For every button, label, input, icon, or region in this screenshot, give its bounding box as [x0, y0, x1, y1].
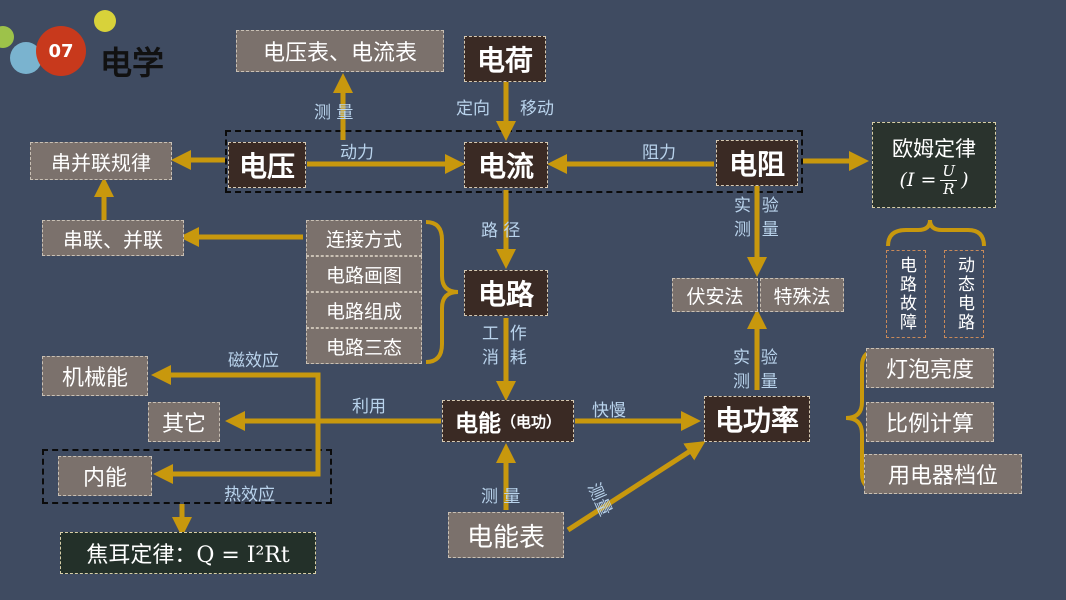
label-work-consume: 工 作 消 耗	[482, 324, 527, 368]
label-move: 移动	[520, 99, 554, 119]
label-thermal-effect: 热效应	[224, 485, 275, 505]
connection-node: 连接方式	[306, 220, 422, 256]
resistance-node: 电阻	[716, 140, 798, 186]
series-parallel-node: 串联、并联	[42, 220, 184, 256]
ohm-numerator: U	[940, 161, 958, 181]
current-node: 电流	[464, 142, 548, 188]
ohm-law-formula: (I = U R )	[899, 161, 969, 198]
joule-law-node: 焦耳定律：Q = I²Rt	[60, 532, 316, 574]
electric-energy-text: 电能	[454, 411, 501, 437]
dynamic-circuit-text: 动态电路	[954, 256, 974, 332]
ohm-law-node: 欧姆定律 (I = U R )	[872, 122, 996, 208]
label-magnetic-effect: 磁效应	[228, 351, 279, 371]
circuit-fault-node: 电路故障	[886, 250, 926, 338]
arrow-thermal-to-internal	[153, 421, 321, 484]
internal-energy-node: 内能	[58, 456, 152, 496]
appliance-gear-node: 用电器档位	[864, 454, 1022, 494]
ohm-formula-lhs: (I =	[899, 169, 937, 191]
arrow-meter-to-power	[566, 441, 706, 533]
charge-node: 电荷	[464, 36, 546, 82]
other-node: 其它	[148, 402, 220, 442]
label-experiment-measure-bottom: 实 验 测 量	[733, 348, 778, 392]
label-measure-bottom: 测 量	[481, 487, 521, 507]
circuit-composition-node: 电路组成	[306, 292, 422, 328]
label-speed: 快慢	[592, 401, 626, 421]
series-parallel-rules-node: 串并联规律	[30, 142, 172, 180]
label-driving: 动力	[340, 143, 374, 163]
dynamic-circuit-node: 动态电路	[944, 250, 984, 338]
decor-circle-green	[0, 26, 14, 48]
label-measure-top: 测 量	[314, 103, 354, 123]
ratio-calc-node: 比例计算	[866, 402, 994, 442]
electric-work-text: （电功）	[500, 412, 561, 431]
circuit-diagram-node: 电路画图	[306, 256, 422, 292]
ohm-formula-rparen: )	[961, 169, 969, 191]
brace-circuit-items	[425, 220, 459, 364]
label-experiment-measure-top: 实 验 测 量	[734, 196, 779, 240]
bulb-brightness-node: 灯泡亮度	[866, 348, 994, 388]
ohm-formula-fraction: U R	[940, 161, 958, 198]
label-path: 路 径	[481, 221, 521, 241]
circuit-node: 电路	[464, 270, 548, 316]
mechanical-energy-node: 机械能	[42, 356, 148, 396]
voltmeter-ammeter-node: 电压表、电流表	[236, 30, 444, 72]
circuit-fault-text: 电路故障	[896, 256, 916, 332]
circuit-states-node: 电路三态	[306, 328, 422, 364]
brace-power-items	[845, 348, 881, 492]
ohm-denominator: R	[943, 179, 955, 198]
label-utilize: 利用	[352, 397, 386, 417]
voltammetry-node: 伏安法	[672, 278, 758, 312]
decor-circle-yellow	[94, 10, 116, 32]
internal-energy-group	[42, 449, 332, 504]
label-hindrance: 阻力	[642, 143, 676, 163]
electric-power-node: 电功率	[704, 396, 810, 442]
voltage-node: 电压	[228, 142, 306, 188]
page-title: 电学	[100, 44, 165, 82]
ohm-law-title: 欧姆定律	[892, 136, 976, 161]
arrow-magnetic-to-mechanical	[151, 365, 321, 421]
electric-energy-node: 电能 （电功）	[442, 400, 574, 442]
special-method-node: 特殊法	[760, 278, 844, 312]
brace-ohm-items	[886, 219, 986, 247]
section-badge: 07	[36, 26, 86, 76]
label-directional: 定向	[456, 99, 490, 119]
energy-meter-node: 电能表	[448, 512, 564, 558]
